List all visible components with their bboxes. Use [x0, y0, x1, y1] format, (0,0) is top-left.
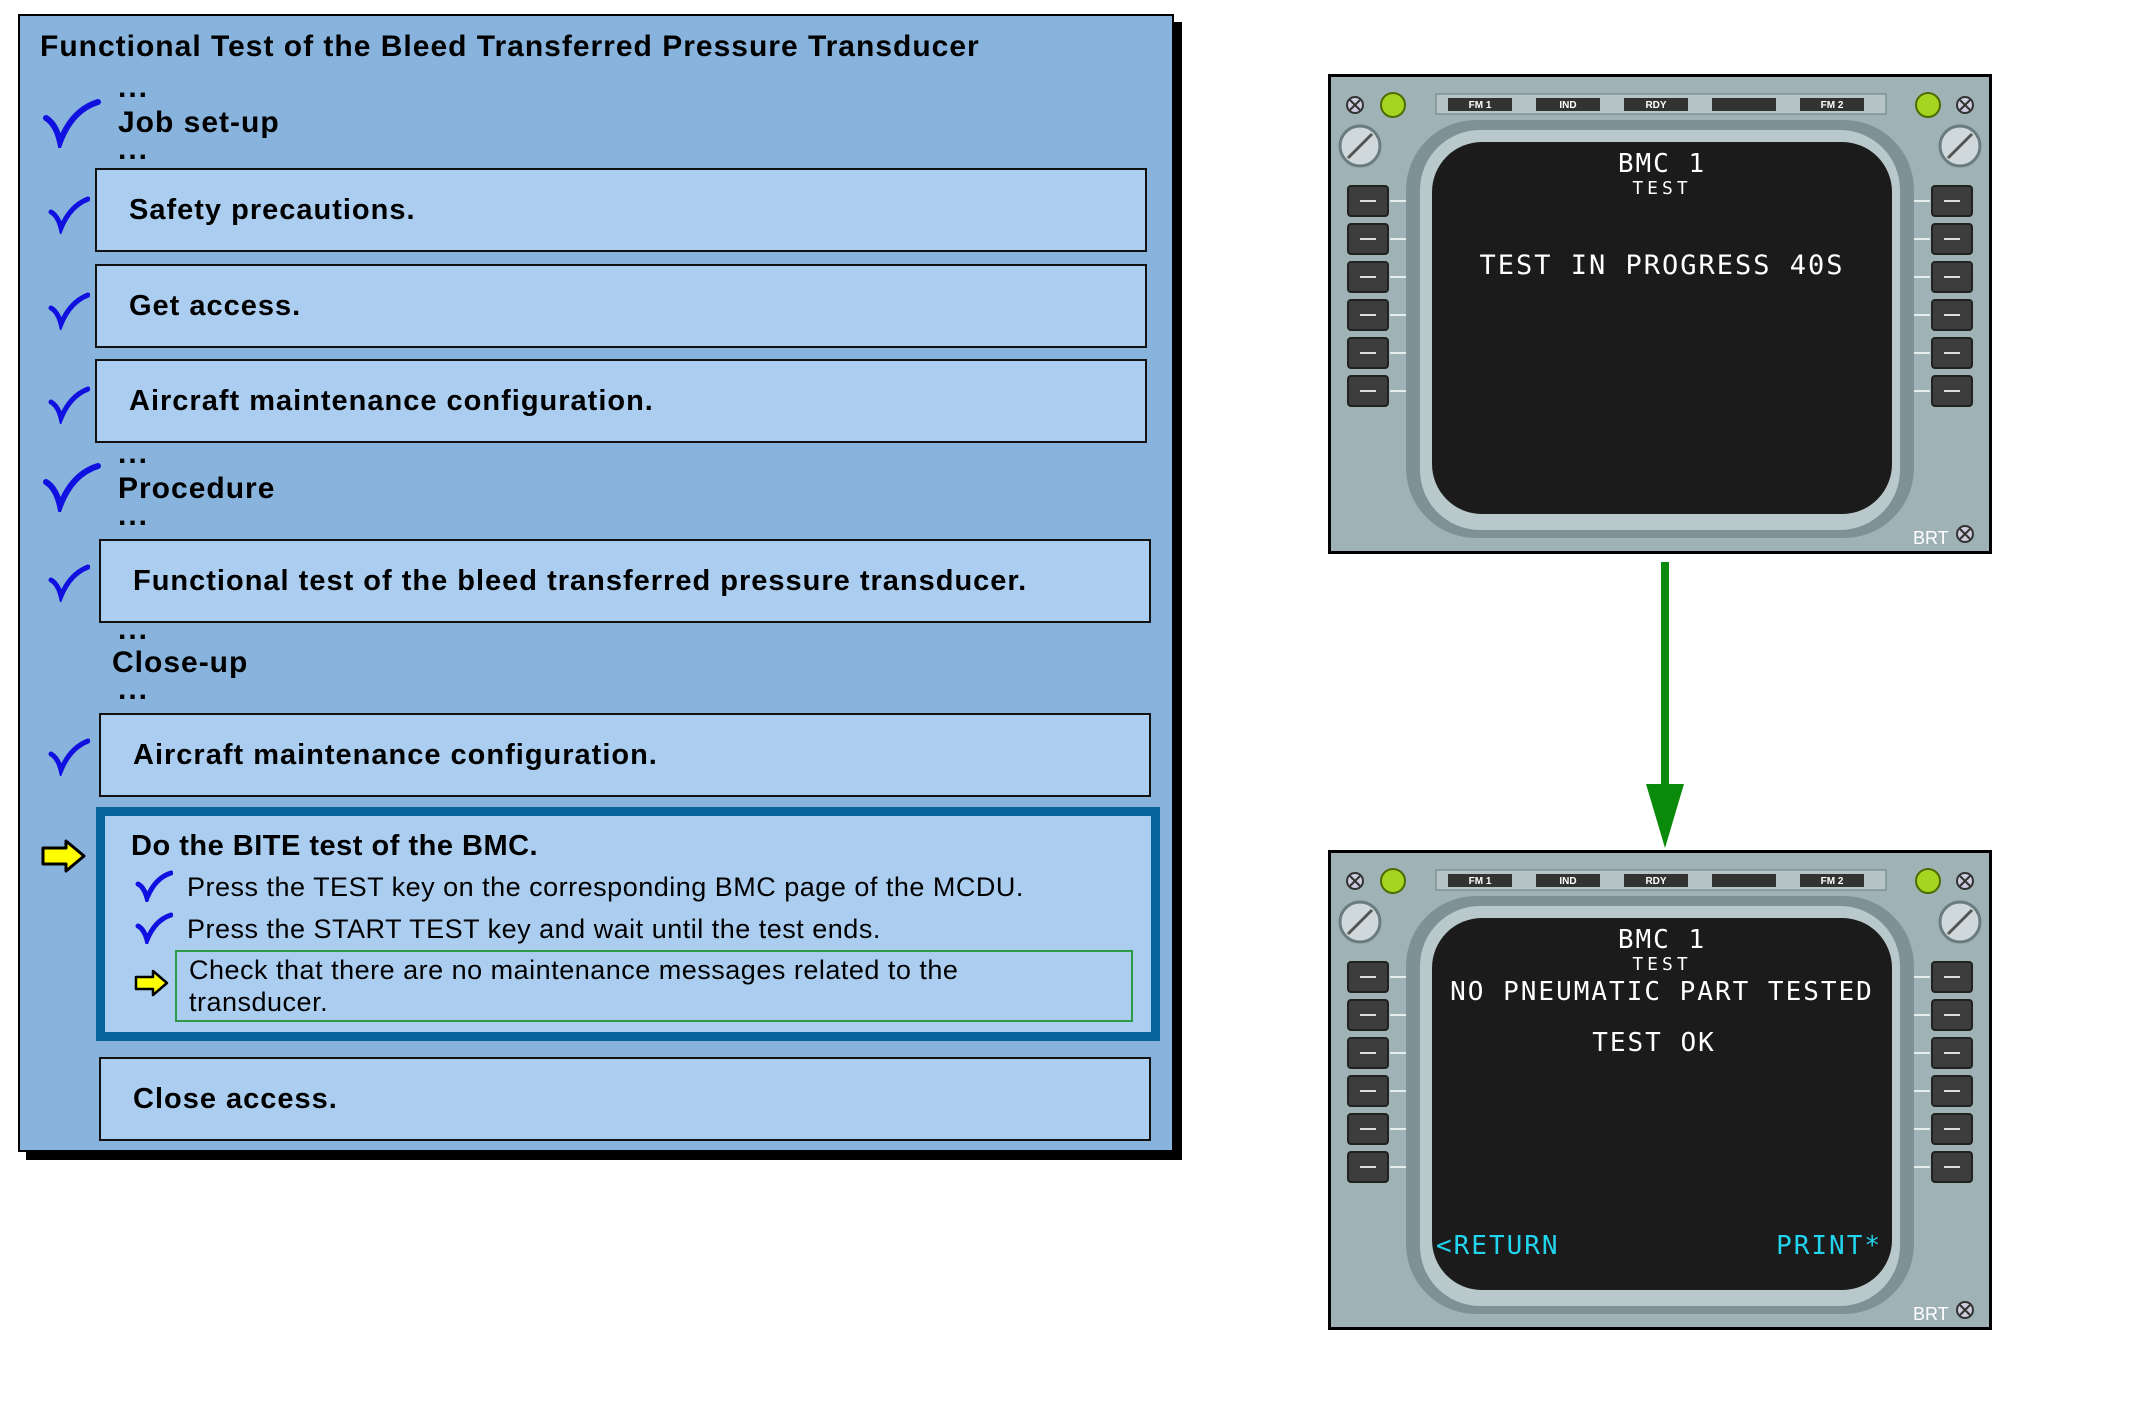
annunciator-fm2: FM 2: [1821, 876, 1844, 887]
screen: [1432, 142, 1892, 514]
section-procedure: Procedure: [118, 472, 276, 505]
brightness-knob-icon: [1938, 124, 1982, 168]
check-icon: [135, 912, 173, 944]
step-aircraft-config-2: Aircraft maintenance configuration.: [99, 713, 1151, 797]
procedure-title: Functional Test of the Bleed Transferred…: [40, 30, 980, 63]
screen-line-no-pneumatic: NO PNEUMATIC PART TESTED: [1450, 977, 1874, 1007]
status-light-icon: [1380, 868, 1406, 894]
screen-subtitle: TEST: [1632, 178, 1691, 199]
screen-return-prompt[interactable]: <RETURN: [1436, 1231, 1560, 1261]
check-icon: [48, 386, 90, 424]
check-icon: [48, 564, 90, 602]
current-substep-arrow-icon: [134, 969, 169, 997]
step-close-access: Close access.: [99, 1057, 1151, 1141]
annunciator-rdy: RDY: [1645, 100, 1666, 111]
substep-check-messages: Check that there are no maintenance mess…: [175, 950, 1133, 1022]
procedure-panel: Functional Test of the Bleed Transferred…: [18, 14, 1174, 1152]
line-select-keys: [1347, 961, 1973, 1183]
status-light-icon: [1915, 868, 1941, 894]
check-icon: [43, 463, 101, 512]
ellipsis: ...: [118, 133, 150, 166]
brightness-knob-icon: [1938, 900, 1982, 944]
step-aircraft-config: Aircraft maintenance configuration.: [95, 359, 1147, 443]
screen-line-test-in-progress: TEST IN PROGRESS 40S: [1479, 250, 1844, 281]
check-icon: [48, 196, 90, 234]
current-step-title: Do the BITE test of the BMC.: [131, 830, 539, 862]
screen-title: BMC 1: [1618, 925, 1706, 955]
mcdu-top: FM 1 IND RDY FM 2 BRT BMC 1 TEST TEST IN: [1328, 74, 1992, 554]
annunciator-fm1: FM 1: [1469, 876, 1492, 887]
substep-check-line2: transducer.: [189, 987, 329, 1017]
ellipsis: ...: [118, 437, 150, 470]
check-icon: [43, 99, 101, 148]
ellipsis: ...: [118, 71, 150, 104]
step-safety-precautions: Safety precautions.: [95, 168, 1147, 252]
check-icon: [135, 870, 173, 902]
substep-check-line1: Check that there are no maintenance mess…: [189, 955, 959, 985]
line-select-keys: [1347, 185, 1973, 407]
ellipsis: ...: [118, 673, 150, 706]
screen-print-prompt[interactable]: PRINT*: [1776, 1231, 1882, 1261]
annunciators: FM 1 IND RDY FM 2: [1448, 874, 1864, 887]
substep-start-test: Press the START TEST key and wait until …: [187, 914, 881, 944]
section-close-up: Close-up: [112, 646, 249, 679]
substep-press-test: Press the TEST key on the corresponding …: [187, 872, 1024, 902]
step-get-access: Get access.: [95, 264, 1147, 348]
screen: [1432, 918, 1892, 1290]
screen-subtitle: TEST: [1632, 954, 1691, 975]
ellipsis: ...: [118, 613, 150, 646]
brt-label: BRT: [1913, 1304, 1949, 1324]
flow-arrow: [1646, 562, 1684, 848]
annunciator-rdy: RDY: [1645, 876, 1666, 887]
screen-line-test-ok: TEST OK: [1592, 1028, 1716, 1058]
status-light-icon: [1915, 92, 1941, 118]
check-icon: [48, 738, 90, 776]
annunciator-fm1: FM 1: [1469, 100, 1492, 111]
status-light-icon: [1380, 92, 1406, 118]
screen-title: BMC 1: [1618, 149, 1706, 179]
current-step-box: Do the BITE test of the BMC. Press the T…: [96, 807, 1160, 1041]
current-step-arrow-icon: [41, 839, 86, 873]
annunciator-ind: IND: [1559, 876, 1576, 887]
annunciators: FM 1 IND RDY FM 2: [1448, 98, 1864, 111]
mcdu-bottom: FM 1 IND RDY FM 2 BRT BMC 1 TEST NO PNEU…: [1328, 850, 1992, 1330]
annunciator-ind: IND: [1559, 100, 1576, 111]
step-functional-test: Functional test of the bleed transferred…: [99, 539, 1151, 623]
section-job-setup: Job set-up: [118, 106, 280, 139]
brt-label: BRT: [1913, 528, 1949, 548]
annunciator-fm2: FM 2: [1821, 100, 1844, 111]
check-icon: [48, 292, 90, 330]
ellipsis: ...: [118, 499, 150, 532]
brightness-knob-icon: [1338, 900, 1382, 944]
brightness-knob-icon: [1338, 124, 1382, 168]
